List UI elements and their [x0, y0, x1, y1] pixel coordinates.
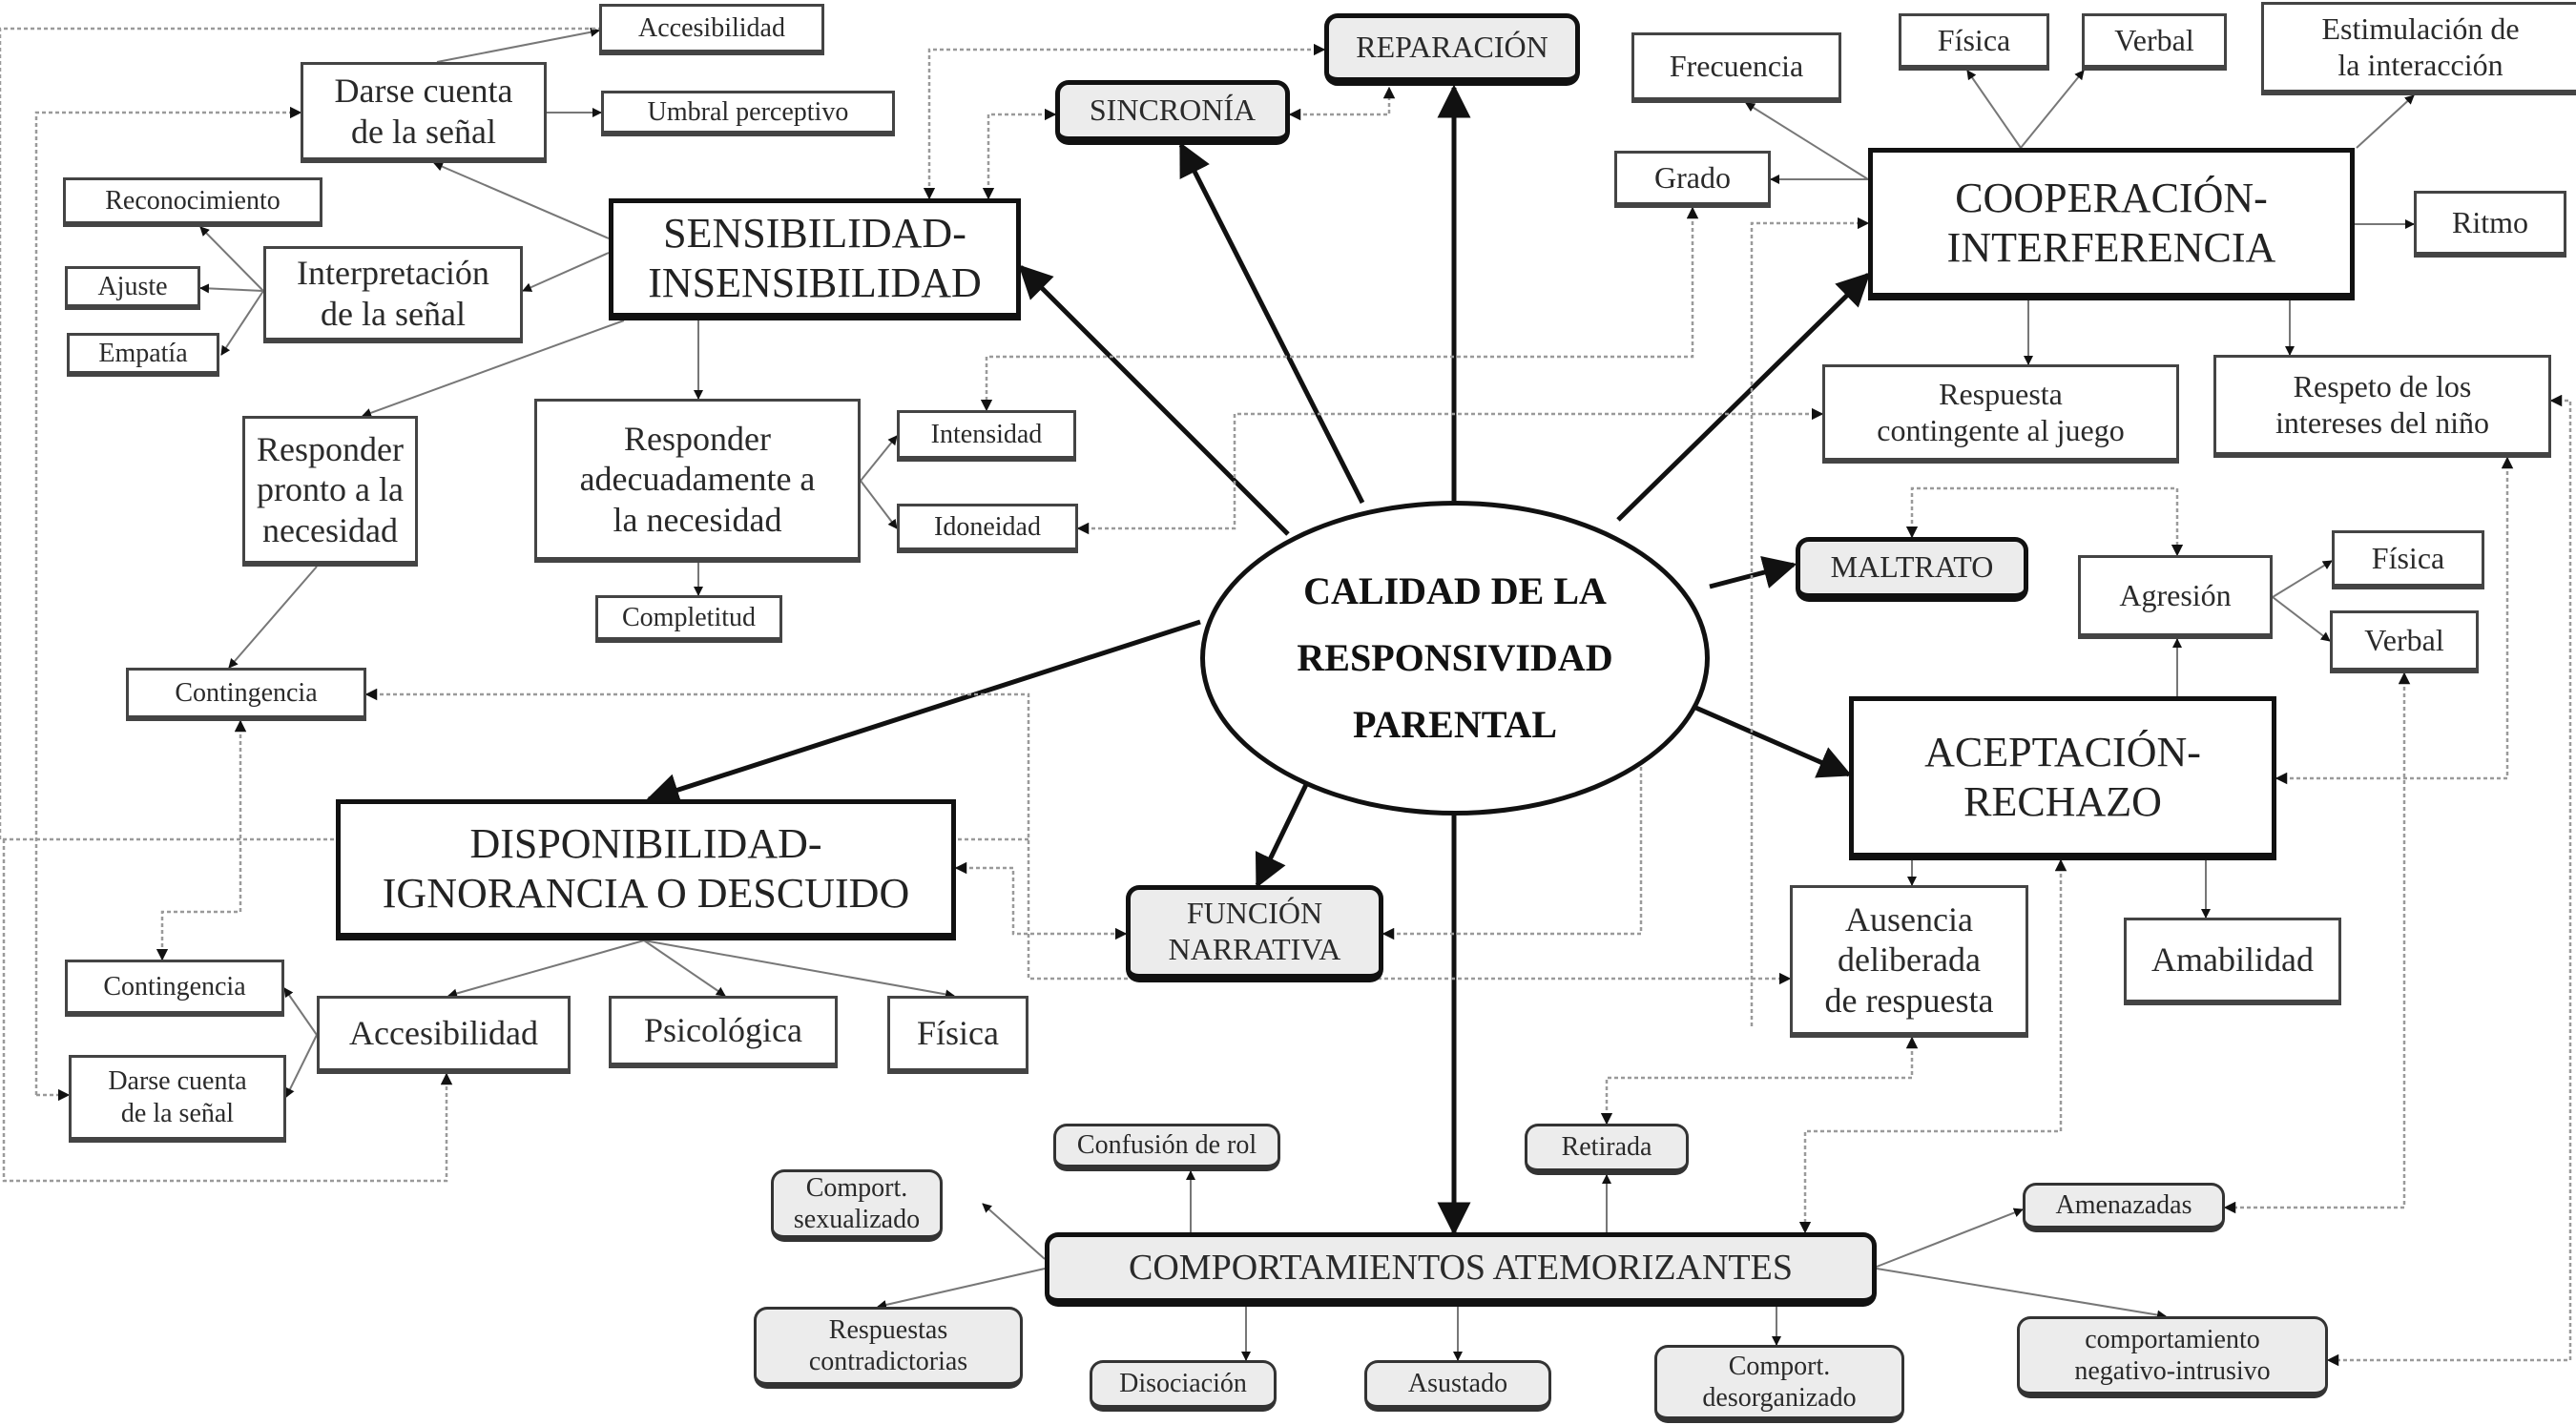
connector-e-adec-idon [860, 480, 898, 529]
connector-d-conting-vertical [156, 719, 247, 961]
node-accesibilidad-top[interactable]: Accesibilidad [599, 4, 824, 55]
connector-e-sens-interp [522, 252, 610, 292]
node-darse-cuenta-top[interactable]: Darse cuenta de la señal [301, 62, 547, 163]
node-comportamiento-negativo-intrusivo[interactable]: comportamiento negativo-intrusivo [2017, 1316, 2328, 1398]
node-umbral-perceptivo[interactable]: Umbral perceptivo [601, 91, 895, 136]
connector-e-interp-recon [199, 226, 264, 292]
node-ritmo[interactable]: Ritmo [2414, 191, 2566, 258]
node-verbal-aceptacion[interactable]: Verbal [2330, 610, 2479, 673]
node-comport-sexualizado[interactable]: Comport. sexualizado [771, 1169, 943, 1242]
node-interpretacion-senal[interactable]: Interpretación de la señal [263, 246, 523, 343]
node-sincronia[interactable]: SINCRONÍA [1055, 80, 1290, 145]
node-fisica-disponibilidad[interactable]: Física [887, 996, 1028, 1074]
connector-e-coop-frec [1745, 102, 1869, 180]
node-ajuste[interactable]: Ajuste [65, 266, 200, 310]
connector-e-pronto-conting [228, 566, 318, 669]
connector-e-comp-contrad [877, 1268, 1046, 1310]
node-completitud[interactable]: Completitud [595, 595, 782, 643]
node-ausencia-deliberada[interactable]: Ausencia deliberada de respuesta [1790, 885, 2028, 1038]
connector-e-coop-fisica [1966, 70, 2022, 149]
node-darse-cuenta-bottom[interactable]: Darse cuenta de la señal [69, 1055, 286, 1143]
node-idoneidad[interactable]: Idoneidad [897, 504, 1078, 553]
connector-e-adec-intens [860, 435, 898, 482]
connector-d-grado-intens [980, 206, 1699, 412]
node-asustado[interactable]: Asustado [1364, 1360, 1551, 1412]
node-intensidad[interactable]: Intensidad [897, 410, 1076, 462]
connector-e-disp-psico [643, 940, 726, 997]
node-comport-desorganizado[interactable]: Comport. desorganizado [1654, 1345, 1904, 1423]
node-respuesta-contingente-juego[interactable]: Respuesta contingente al juego [1822, 364, 2179, 464]
node-estimulacion-interaccion[interactable]: Estimulación de la interacción [2261, 2, 2576, 95]
node-responder-pronto[interactable]: Responder pronto a la necesidad [242, 416, 418, 567]
connector-e-darse-acces [436, 27, 600, 63]
connector-e-interp-ajuste [199, 283, 264, 294]
node-verbal-cooperacion[interactable]: Verbal [2082, 13, 2227, 71]
connector-spoke-sensibilidad [1018, 264, 1290, 536]
central-concept-ellipse[interactable]: CALIDAD DE LA RESPONSIVIDAD PARENTAL [1200, 501, 1710, 816]
node-frecuencia[interactable]: Frecuencia [1631, 32, 1841, 103]
node-reconocimiento[interactable]: Reconocimiento [63, 177, 322, 227]
node-sensibilidad-insensibilidad[interactable]: SENSIBILIDAD- INSENSIBILIDAD [609, 198, 1021, 320]
connector-d-ausen-retirada [1600, 1036, 1919, 1126]
node-grado[interactable]: Grado [1614, 151, 1771, 208]
connector-e-sens-pronto [362, 320, 625, 418]
node-retirada[interactable]: Retirada [1525, 1124, 1689, 1175]
node-maltrato[interactable]: MALTRATO [1796, 537, 2028, 602]
node-amabilidad[interactable]: Amabilidad [2124, 918, 2341, 1005]
node-comportamientos-atemorizantes[interactable]: COMPORTAMIENTOS ATEMORIZANTES [1045, 1232, 1877, 1307]
connector-e-comp-sexual [982, 1203, 1046, 1260]
node-responder-adecuadamente[interactable]: Responder adecuadamente a la necesidad [534, 399, 861, 563]
connector-e-agres-fisica [2272, 560, 2333, 598]
connector-e-acces-darse [285, 1034, 318, 1098]
connector-d-respeto-negint [2326, 394, 2572, 1367]
node-fisica-aceptacion[interactable]: Física [2332, 530, 2484, 589]
node-agresion[interactable]: Agresión [2078, 555, 2273, 639]
connector-d-conting-funcion [364, 688, 1792, 985]
connector-e-disp-acces [447, 940, 645, 999]
node-empatia[interactable]: Empatía [67, 333, 219, 377]
node-accesibilidad-bottom[interactable]: Accesibilidad [317, 996, 571, 1074]
node-aceptacion-rechazo[interactable]: ACEPTACIÓN- RECHAZO [1849, 696, 2276, 860]
connector-e-coop-estim [2356, 94, 2415, 149]
connector-d-maltrato-agres [1905, 486, 2184, 557]
connector-spoke-sincronia [1178, 141, 1365, 505]
connector-e-disp-fisica [643, 940, 955, 1000]
connector-d-idon-resp [1076, 407, 1824, 535]
node-contingencia-top[interactable]: Contingencia [126, 668, 366, 721]
node-psicologica[interactable]: Psicológica [609, 996, 838, 1068]
connector-d-sincronia-rep [1288, 86, 1396, 121]
connector-d-outer-bottom [2, 839, 453, 1183]
connector-e-agres-verbal [2272, 596, 2331, 642]
connector-d-sincronia-sens [982, 108, 1057, 200]
node-disociacion[interactable]: Disociación [1090, 1360, 1277, 1412]
connector-d-disp-funcion [954, 861, 1128, 940]
node-respeto-intereses[interactable]: Respeto de los intereses del niño [2213, 355, 2551, 458]
connector-e-comp-amenaz [1876, 1208, 2024, 1268]
connector-e-sens-darse [433, 161, 610, 239]
node-respuestas-contradictorias[interactable]: Respuestas contradictorias [754, 1307, 1023, 1389]
node-reparacion[interactable]: REPARACIÓN [1324, 13, 1580, 86]
connector-e-coop-verbal [2020, 70, 2085, 149]
node-confusion-rol[interactable]: Confusión de rol [1053, 1124, 1280, 1171]
connector-spoke-disponibilidad [645, 619, 1201, 807]
connector-d-funcion-right [1381, 744, 1643, 940]
connector-d-acep-comp [1798, 858, 2067, 1234]
connector-d-left-inner [34, 106, 302, 1095]
node-cooperacion-interferencia[interactable]: COOPERACIÓN- INTERFERENCIA [1868, 148, 2355, 300]
connector-e-comp-negint [1876, 1268, 2167, 1320]
node-contingencia-bottom[interactable]: Contingencia [65, 960, 284, 1017]
connector-e-interp-empatia [220, 290, 264, 356]
connector-d-reparacion-sens [923, 43, 1326, 200]
node-disponibilidad-ignorancia[interactable]: DISPONIBILIDAD- IGNORANCIA O DESCUIDO [336, 799, 956, 940]
node-funcion-narrativa[interactable]: FUNCIÓN NARRATIVA [1126, 885, 1383, 982]
node-amenazadas[interactable]: Amenazadas [2023, 1183, 2225, 1232]
connector-e-acces-conting [283, 987, 318, 1036]
node-fisica-cooperacion[interactable]: Física [1899, 13, 2049, 71]
